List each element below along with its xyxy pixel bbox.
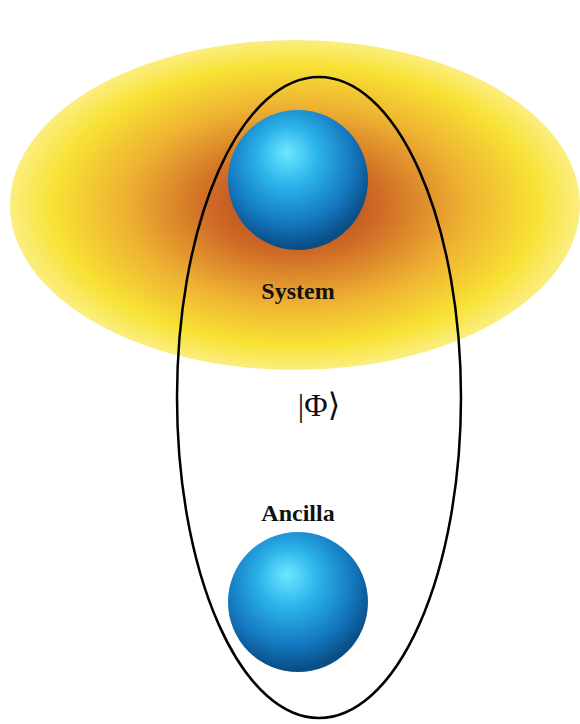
particle-label: System (261, 278, 334, 306)
state-label: |Φ⟩ (298, 387, 340, 424)
glow-ellipse (10, 40, 580, 370)
state-ellipse: |Φ⟩ SystemAncilla (175, 75, 463, 720)
sphere-shape (218, 500, 378, 680)
sphere (228, 532, 368, 672)
sphere (228, 110, 368, 250)
particle-label: Ancilla (261, 500, 334, 528)
system-sphere: System (218, 110, 378, 310)
ancilla-sphere: Ancilla (218, 500, 378, 680)
outline-ellipse (177, 77, 461, 718)
